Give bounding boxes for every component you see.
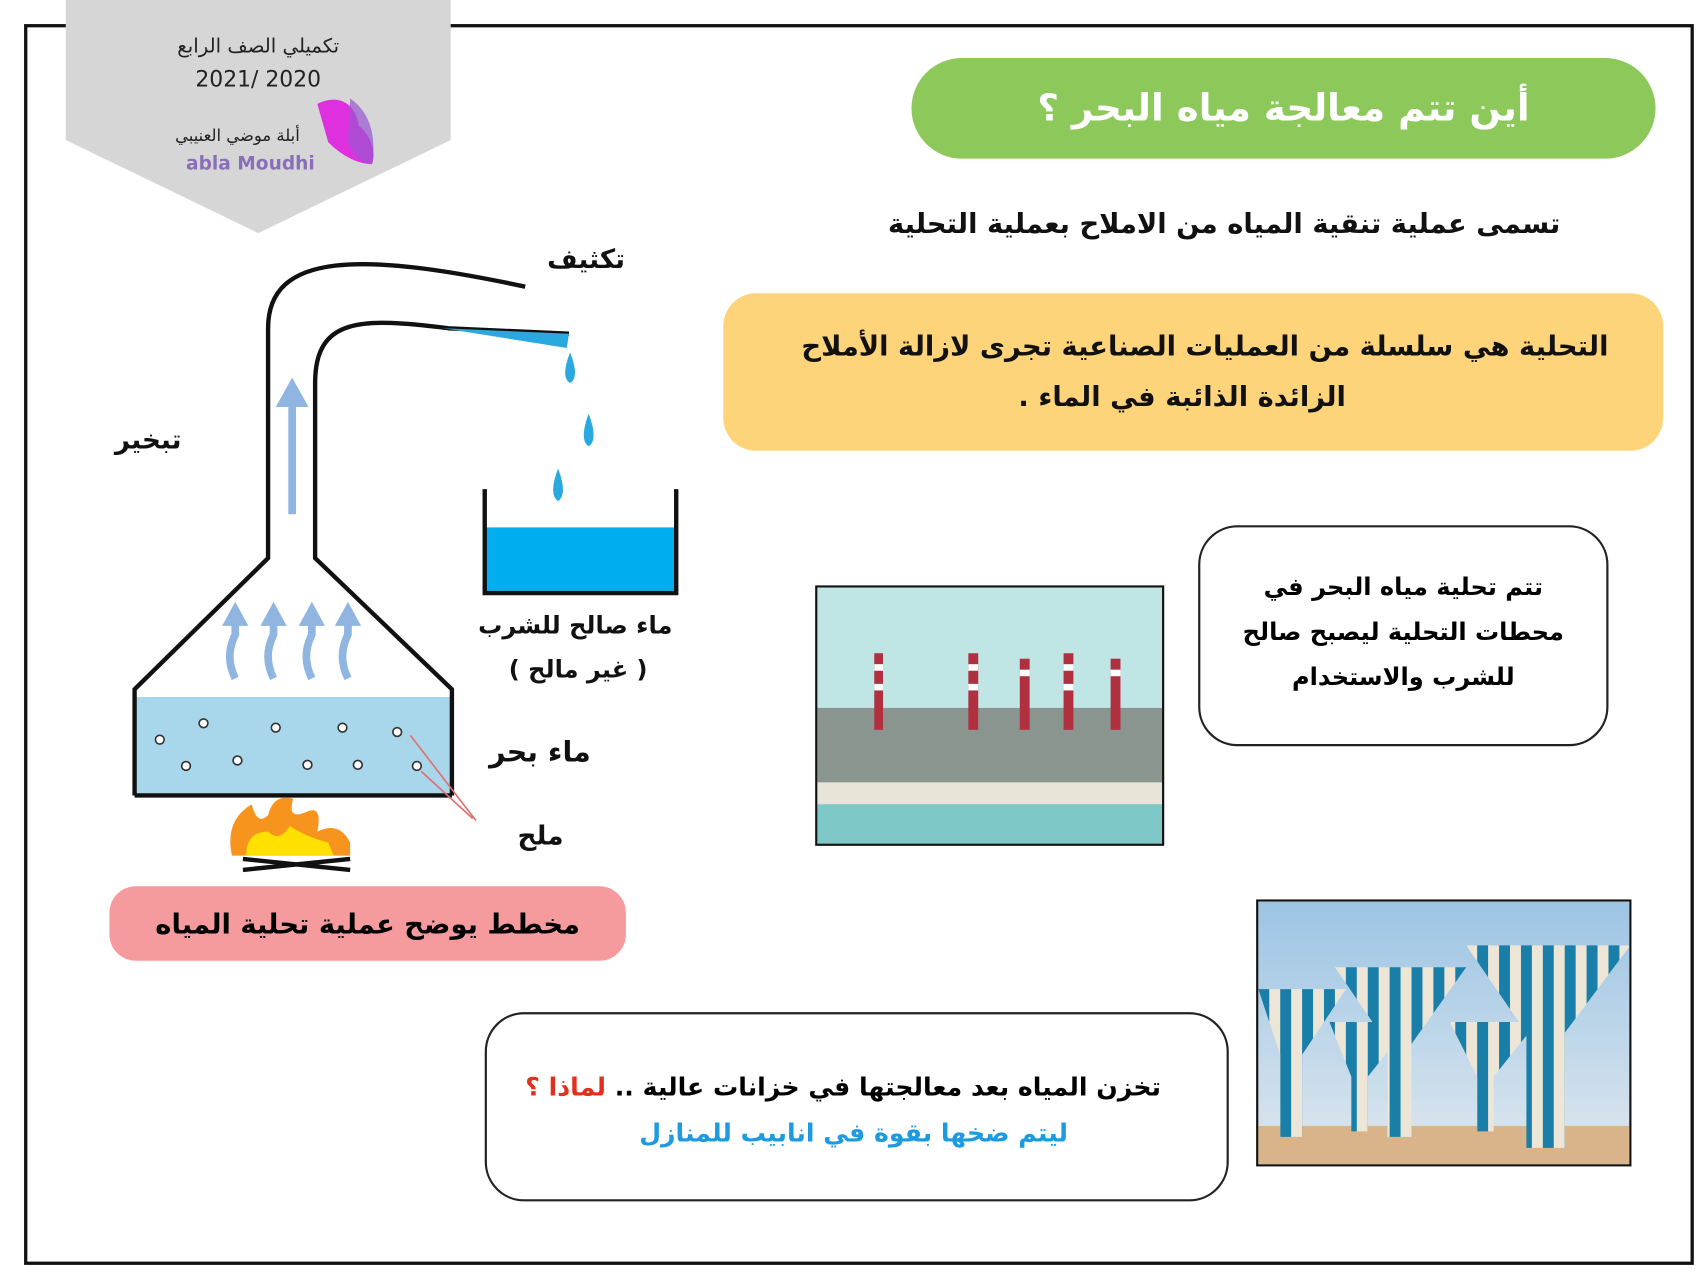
label-evaporation: تبخير <box>114 424 182 456</box>
water-towers-photo <box>1256 899 1632 1167</box>
storage-answer: ليتم ضخها بقوة في انابيب للمنازل <box>639 1119 1068 1148</box>
water-drops <box>553 352 594 502</box>
label-sea-water: ماء بحر <box>489 736 591 770</box>
storage-text: تخزن المياه بعد معالجتها في خزانات عالية… <box>614 1073 1161 1102</box>
plants-line-1: تتم تحلية مياه البحر في <box>1263 574 1544 602</box>
salt-particles <box>154 718 423 772</box>
subtitle: تسمى عملية تنقية المياه من الاملاح بعملي… <box>887 207 1561 240</box>
plants-line-3: للشرب والاستخدام <box>1291 664 1515 692</box>
plants-info-box: تتم تحلية مياه البحر في محطات التحلية لي… <box>1198 525 1609 747</box>
logo-arabic: أبلة موضي العنيبي <box>175 125 300 146</box>
desalination-plant-photo <box>815 585 1165 846</box>
label-salt: ملح <box>517 820 564 852</box>
desalination-diagram <box>132 261 679 873</box>
definition-box: التحلية هي سلسلة من العمليات الصناعية تج… <box>723 293 1664 451</box>
page-title: أين تتم معالجة مياه البحر ؟ <box>911 57 1656 159</box>
badge-grade: تكميلي الصف الرابع <box>177 35 340 58</box>
badge-year: 2021/ 2020 <box>195 65 322 92</box>
fire-icon <box>230 797 351 873</box>
definition-line-1: التحلية هي سلسلة من العمليات الصناعية تج… <box>801 330 1609 363</box>
logo-english: abla Moudhi <box>186 153 315 176</box>
label-not-salty: ( غير مالح ) <box>508 656 648 684</box>
vapor-arrows <box>225 393 352 681</box>
label-condensation: تكثيف <box>547 244 625 275</box>
page-frame <box>24 24 1694 1265</box>
definition-line-2: الزائدة الذائبة في الماء . <box>1018 380 1346 413</box>
storage-info-box: تخزن المياه بعد معالجتها في خزانات عالية… <box>484 1012 1229 1202</box>
label-fresh-water: ماء صالح للشرب <box>478 612 673 641</box>
storage-question: لماذا ؟ <box>525 1073 606 1102</box>
diagram-caption: مخطط يوضح عملية تحلية المياه <box>109 886 626 961</box>
plants-line-2: محطات التحلية ليصبح صالح <box>1242 619 1564 647</box>
badge-background <box>65 0 451 234</box>
